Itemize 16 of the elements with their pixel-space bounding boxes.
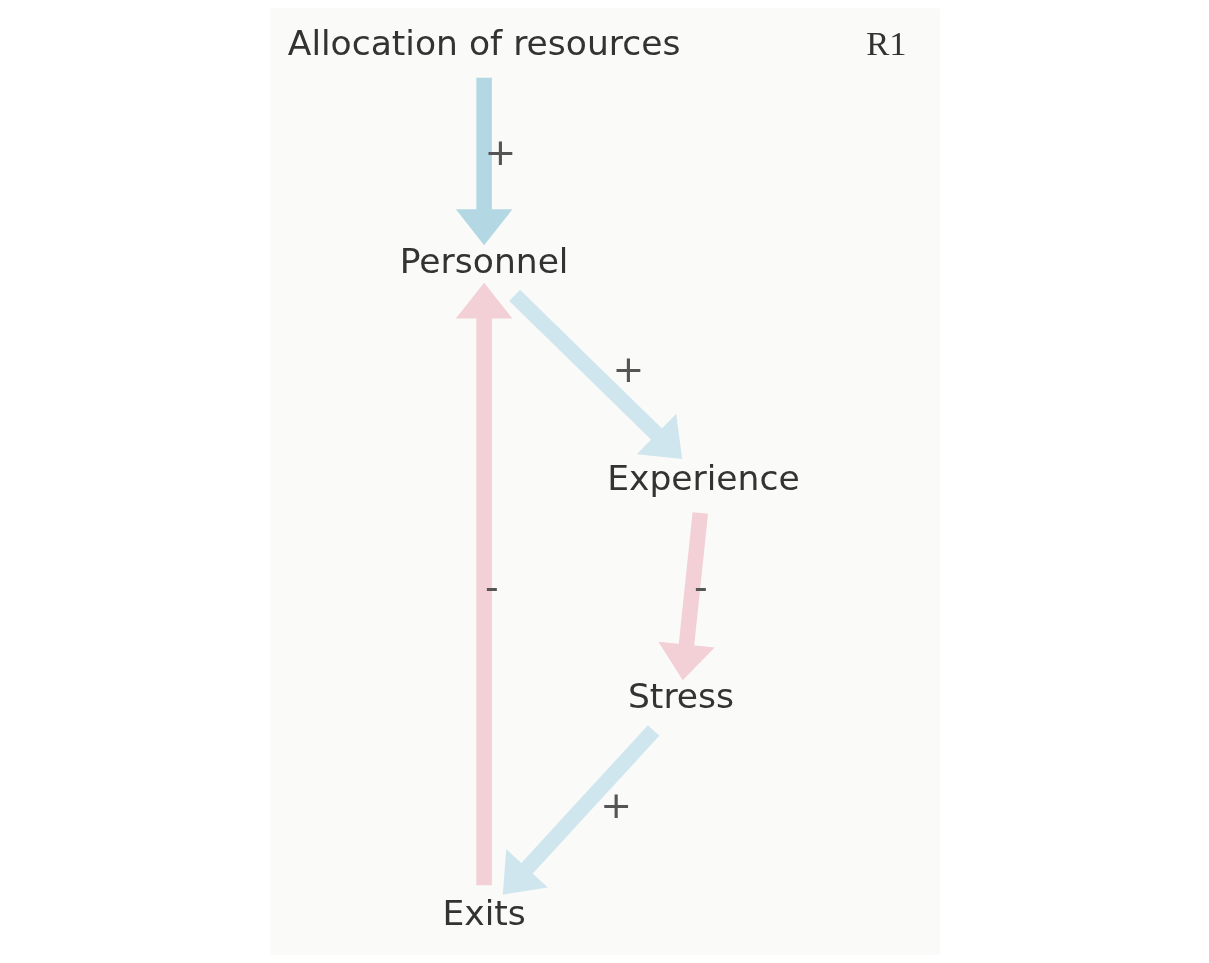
node-text: Experience: [606, 458, 800, 499]
node-text: Exits: [441, 893, 526, 934]
node-text: Stress: [627, 675, 734, 716]
edge-label: +: [599, 782, 632, 827]
arrow: [455, 77, 512, 246]
label: R1: [865, 23, 907, 62]
edge-label: -: [693, 564, 708, 609]
edge-label: -: [484, 564, 499, 609]
arrow: [508, 289, 682, 459]
arrow: [455, 282, 512, 886]
edge-label: +: [611, 347, 644, 392]
arrow: [502, 725, 659, 895]
edge-label: +: [484, 129, 516, 174]
node-text: Allocation of resources: [287, 22, 680, 63]
node-text: Personnel: [399, 240, 568, 281]
arrow: [657, 512, 715, 681]
